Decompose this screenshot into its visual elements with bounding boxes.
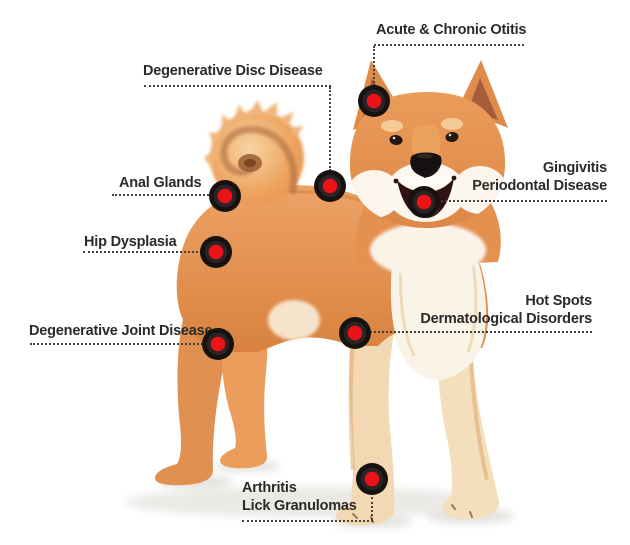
callout-connector-vertical bbox=[329, 87, 331, 171]
dog-eyes bbox=[389, 131, 459, 146]
callout-connector-vertical bbox=[373, 46, 375, 86]
callout-label: Hot Spots Dermatological Disorders bbox=[420, 292, 592, 328]
callout-label: Gingivitis Periodontal Disease bbox=[472, 159, 607, 195]
dog-hind-leg-near bbox=[220, 318, 268, 469]
callout-label: Degenerative Disc Disease bbox=[143, 63, 323, 79]
body-marker-hip bbox=[200, 236, 232, 268]
callout-label-line1: Hot Spots bbox=[525, 293, 592, 309]
callout-label-line1: Gingivitis bbox=[542, 160, 607, 176]
callout-connector-horizontal bbox=[83, 251, 202, 253]
body-marker-spine bbox=[314, 170, 346, 202]
dog-tail bbox=[204, 100, 304, 205]
callout-connector-horizontal bbox=[438, 200, 607, 202]
body-marker-stifle bbox=[202, 328, 234, 360]
callout-label: Acute & Chronic Otitis bbox=[376, 22, 527, 38]
callout-connector-vertical bbox=[371, 497, 373, 520]
body-marker-tail-base bbox=[209, 180, 241, 212]
callout-connector-horizontal bbox=[242, 520, 373, 522]
body-marker-front-paw bbox=[356, 463, 388, 495]
callout-connector-horizontal bbox=[144, 85, 331, 87]
callout-label-line1: Arthritis bbox=[242, 480, 297, 496]
dog-neck-ruff bbox=[370, 223, 486, 277]
callout-label: Degenerative Joint Disease bbox=[29, 323, 213, 339]
callout-label-line2: Dermatological Disorders bbox=[420, 311, 592, 327]
callout-label: Anal Glands bbox=[119, 175, 202, 191]
dog-belly-patch bbox=[268, 300, 320, 340]
callout-connector-horizontal bbox=[30, 343, 203, 345]
body-marker-flank bbox=[339, 317, 371, 349]
callout-connector-horizontal bbox=[374, 44, 524, 46]
callout-connector-horizontal bbox=[112, 194, 212, 196]
callout-connector-horizontal bbox=[370, 331, 592, 333]
callout-label: Arthritis Lick Granulomas bbox=[242, 479, 357, 515]
dog-nose bbox=[410, 152, 442, 178]
body-marker-ear bbox=[358, 85, 390, 117]
callout-label-line2: Periodontal Disease bbox=[472, 178, 607, 194]
callout-label: Hip Dysplasia bbox=[84, 234, 177, 250]
body-marker-mouth bbox=[408, 186, 440, 218]
callout-label-line2: Lick Granulomas bbox=[242, 498, 357, 514]
